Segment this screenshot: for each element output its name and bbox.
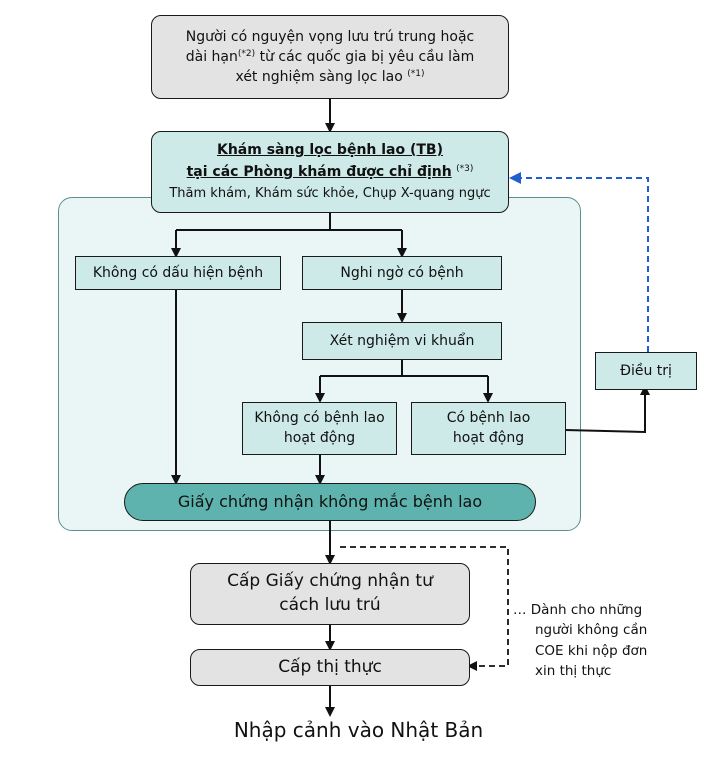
- coe-line-1: Cấp Giấy chứng nhận tư: [227, 571, 433, 592]
- active-tb-line-1: Có bệnh lao: [446, 409, 531, 426]
- no-active-tb-line-1: Không có bệnh lao: [254, 409, 385, 426]
- applicant-line-2: dài hạn(*2) từ các quốc gia bị yêu cầu l…: [186, 47, 475, 67]
- treatment-label: Điều trị: [620, 362, 672, 379]
- visa-label: Cấp thị thực: [278, 657, 382, 678]
- no-signs-box: Không có dấu hiện bệnh: [75, 256, 281, 290]
- no-active-tb-line-2: hoạt động: [283, 429, 356, 446]
- coe-line-2: cách lưu trú: [279, 595, 381, 615]
- screening-box: Khám sàng lọc bệnh lao (TB) tại các Phòn…: [151, 131, 509, 213]
- screening-note-3: (*3): [456, 163, 474, 174]
- note-line-3: COE khi nộp đơn: [535, 642, 648, 659]
- applicant-line-2b: từ các quốc gia bị yêu cầu làm: [255, 48, 475, 65]
- active-tb-line-2: hoạt động: [452, 429, 525, 446]
- dashed-arrow-bypass-coe: [340, 546, 509, 671]
- certificate-box: Giấy chứng nhận không mắc bệnh lao: [124, 483, 536, 521]
- note-line-4: xin thị thực: [535, 662, 612, 679]
- arrow-active-to-treatment: [564, 385, 650, 434]
- entry-japan-label: Nhập cảnh vào Nhật Bản: [233, 718, 484, 742]
- treatment-box: Điều trị: [595, 352, 697, 390]
- bacteria-test-box: Xét nghiệm vi khuẩn: [302, 322, 502, 360]
- applicant-note-2: (*2): [237, 48, 256, 59]
- coe-exception-note: … Dành cho những người không cần COE khi…: [513, 600, 647, 681]
- applicant-line-1: Người có nguyện vọng lưu trú trung hoặc: [185, 28, 475, 45]
- screening-title-2-row: tại các Phòng khám được chỉ định (*3): [187, 162, 474, 184]
- visa-box: Cấp thị thực: [190, 649, 470, 686]
- no-signs-label: Không có dấu hiện bệnh: [92, 264, 264, 281]
- no-active-tb-box: Không có bệnh lao hoạt động: [242, 402, 397, 455]
- applicant-box: Người có nguyện vọng lưu trú trung hoặc …: [151, 15, 509, 99]
- screening-subtitle: Thăm khám, Khám sức khỏe, Chụp X-quang n…: [169, 185, 491, 201]
- dashed-arrow-treatment-to-screening: [509, 172, 649, 352]
- bacteria-test-label: Xét nghiệm vi khuẩn: [329, 332, 475, 349]
- suspected-label: Nghi ngờ có bệnh: [340, 264, 464, 281]
- screening-title-1: Khám sàng lọc bệnh lao (TB): [216, 142, 444, 159]
- applicant-line-3: xét nghiệm sàng lọc lao (*1): [235, 67, 424, 87]
- note-line-1: … Dành cho những: [513, 602, 643, 618]
- suspected-box: Nghi ngờ có bệnh: [302, 256, 502, 290]
- note-line-2: người không cần: [535, 622, 648, 639]
- applicant-line-3a: xét nghiệm sàng lọc lao: [235, 69, 403, 86]
- applicant-note-1: (*1): [407, 69, 425, 80]
- applicant-line-2a: dài hạn: [185, 48, 238, 65]
- screening-title-2: tại các Phòng khám được chỉ định: [186, 163, 452, 180]
- certificate-label: Giấy chứng nhận không mắc bệnh lao: [177, 492, 483, 512]
- coe-box: Cấp Giấy chứng nhận tư cách lưu trú: [190, 563, 470, 625]
- active-tb-box: Có bệnh lao hoạt động: [411, 402, 566, 455]
